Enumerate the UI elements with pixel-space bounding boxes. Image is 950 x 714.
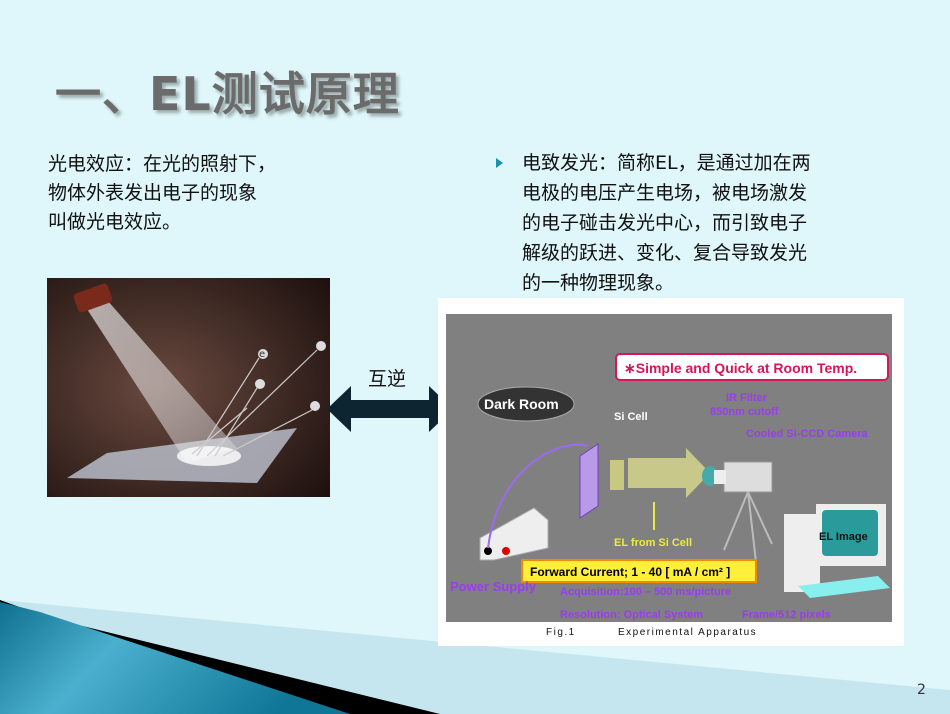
text-line: 的电子碰击发光中心，而引致电子 [522, 212, 808, 234]
double-arrow-icon [327, 386, 453, 432]
power-supply-label: Power Supply [450, 579, 537, 594]
camera-label: Cooled Si-CCD Camera [746, 428, 869, 440]
text-line: 电致发光：简称EL，是通过加在两 [522, 152, 811, 174]
si-cell-label: Si Cell [614, 411, 648, 423]
text-line: 电极的电压产生电场，被电场激发 [522, 182, 808, 204]
slide-title: 一、EL测试原理 [55, 67, 400, 121]
text-line: 叫做光电效应。 [48, 211, 182, 233]
text-line: 的一种物理现象。 [522, 272, 675, 294]
ir-filter-label: IR Filter [726, 392, 768, 404]
ir-cutoff-label: 850nm cutoff [710, 406, 779, 418]
page-number: 2 [917, 682, 926, 698]
text-line: 解级的跃进、变化、复合导致发光 [522, 242, 808, 264]
el-image-label: EL Image [819, 531, 868, 543]
photoelectric-effect-image: e [47, 278, 330, 497]
text-line: 物体外表发出电子的现象 [48, 182, 258, 204]
resolution-label: Resolution: Optical System [560, 609, 703, 621]
experimental-apparatus-diagram: ∗Simple and Quick at Room Temp. Dark Roo… [438, 298, 904, 646]
el-from-label: EL from Si Cell [614, 537, 692, 549]
electron-label: e [259, 349, 265, 360]
acquisition-label: Acquisition:100 – 500 ms/picture [560, 586, 731, 598]
electroluminescence-description: 电致发光：简称EL，是通过加在两 电极的电压产生电场，被电场激发 的电子碰击发光… [522, 148, 892, 298]
figure-number: Fig.1 [546, 627, 576, 638]
text-line: 光电效应：在光的照射下， [48, 153, 277, 175]
figure-caption: Experimental Apparatus [618, 627, 757, 638]
forward-current-label: Forward Current; 1 - 40 [ mA / cm² ] [530, 565, 730, 579]
frame-label: Frame/512 pixels [742, 609, 831, 621]
banner-text: ∗Simple and Quick at Room Temp. [624, 360, 857, 376]
bullet-icon [496, 158, 503, 168]
dark-room-label: Dark Room [484, 396, 559, 412]
photoelectric-description: 光电效应：在光的照射下， 物体外表发出电子的现象 叫做光电效应。 [48, 150, 348, 237]
reversible-label: 互逆 [368, 368, 407, 390]
